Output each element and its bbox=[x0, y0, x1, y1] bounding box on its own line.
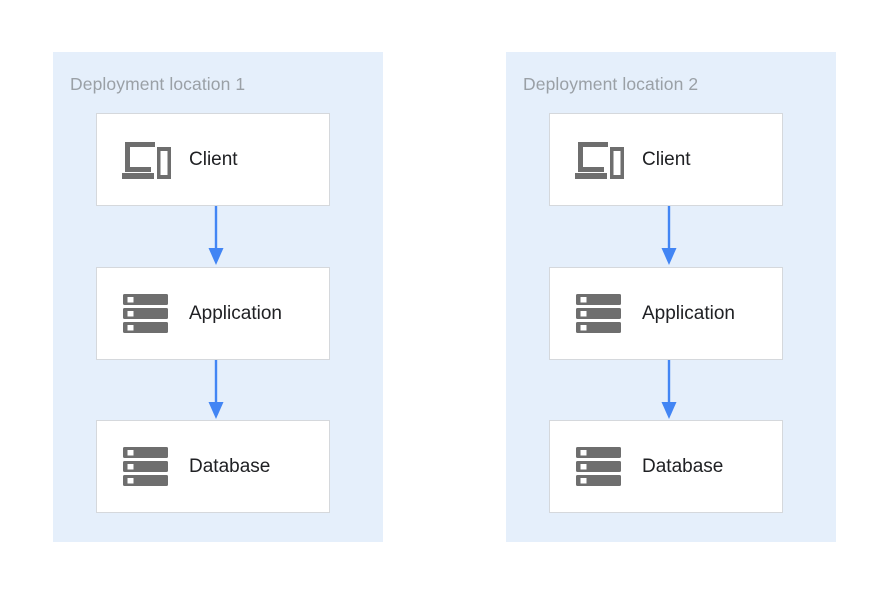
server-icon bbox=[572, 290, 628, 338]
node-application-2[interactable]: Application bbox=[549, 267, 783, 360]
database-server-icon bbox=[119, 443, 175, 491]
deployment-location-zone-1: Deployment location 1 Client bbox=[53, 52, 383, 542]
node-label-application-1: Application bbox=[189, 302, 282, 324]
node-label-database-2: Database bbox=[642, 455, 724, 477]
zone-title-1: Deployment location 1 bbox=[70, 74, 246, 94]
arrow-client-to-application-1 bbox=[205, 206, 227, 267]
node-label-application-2: Application bbox=[642, 302, 735, 324]
devices-icon bbox=[119, 136, 175, 184]
node-client-2[interactable]: Client bbox=[549, 113, 783, 206]
node-application-1[interactable]: Application bbox=[96, 267, 330, 360]
arrow-client-to-application-2 bbox=[658, 206, 680, 267]
node-database-2[interactable]: Database bbox=[549, 420, 783, 513]
zone-title-2: Deployment location 2 bbox=[523, 74, 699, 94]
node-label-database-1: Database bbox=[189, 455, 271, 477]
node-label-client-2: Client bbox=[642, 148, 691, 170]
node-label-client-1: Client bbox=[189, 148, 238, 170]
node-client-1[interactable]: Client bbox=[96, 113, 330, 206]
arrow-application-to-database-1 bbox=[205, 360, 227, 421]
arrow-application-to-database-2 bbox=[658, 360, 680, 421]
database-server-icon bbox=[572, 443, 628, 491]
server-icon bbox=[119, 290, 175, 338]
devices-icon bbox=[572, 136, 628, 184]
deployment-location-zone-2: Deployment location 2 Client bbox=[506, 52, 836, 542]
node-database-1[interactable]: Database bbox=[96, 420, 330, 513]
